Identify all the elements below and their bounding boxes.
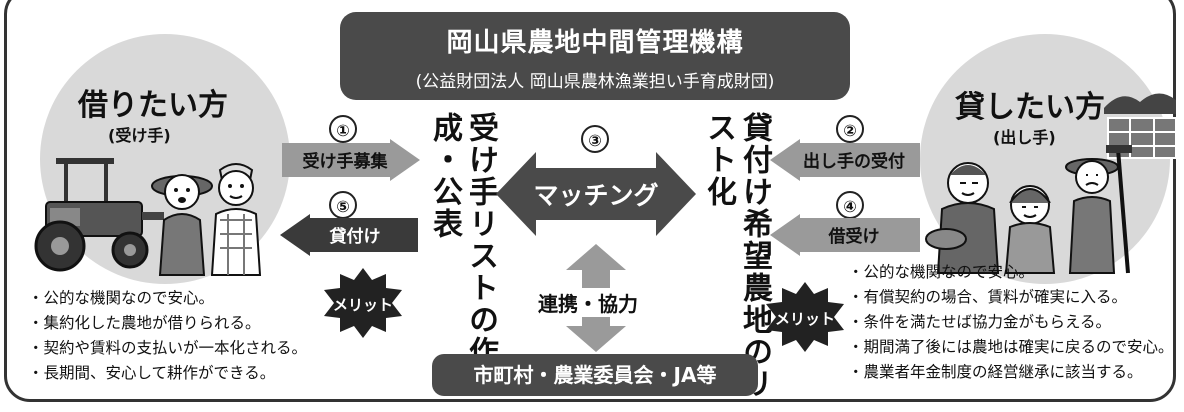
- farmland-icon: [1104, 93, 1177, 159]
- borrower-merit-label: メリット: [332, 296, 393, 314]
- step-1-number: ①: [329, 115, 357, 143]
- lender-merit-label: メリット: [774, 310, 835, 328]
- lender-title: 貸したい方: [955, 90, 1105, 125]
- lender-merits-list: 公的な機関なので安心。 有償契約の場合、賃料が確実に入る。 条件を満たせば協力金…: [848, 260, 1174, 385]
- organization-subtitle: (公益財団法人 岡山県農林漁業担い手育成財団): [415, 72, 775, 92]
- farmland-list-text: 貸付け希望農地のリスト化: [701, 112, 772, 400]
- tractor-illustration: [34, 158, 164, 272]
- step-2-number: ②: [836, 115, 864, 143]
- borrower-title: 借りたい方: [78, 88, 228, 123]
- list-item: 有償契約の場合、賃料が確実に入る。: [848, 285, 1174, 310]
- step-2-arrow: [770, 139, 920, 181]
- lender-merit-badge: [766, 282, 844, 352]
- list-item: 契約や賃料の支払いが一本化される。: [28, 336, 308, 361]
- step-5-arrow: [280, 214, 418, 256]
- step-2-label: 出し手の受付: [803, 152, 905, 172]
- list-item: 長期間、安心して耕作ができる。: [28, 361, 307, 386]
- young-farmers-illustration: [151, 163, 262, 276]
- step-1-label: 受け手募集: [302, 152, 388, 172]
- step-4-label: 借受け: [828, 227, 880, 247]
- borrower-merit-badge: [324, 268, 402, 338]
- step-1-arrow: [282, 139, 420, 181]
- lender-subtitle: (出し手): [993, 128, 1056, 147]
- list-item: 農業者年金制度の経営継承に該当する。: [848, 360, 1174, 385]
- organization-name: 岡山県農地中間管理機構: [446, 28, 744, 58]
- step-4-arrow: [770, 214, 920, 256]
- list-item: 期間満了後には農地は確実に戻るので安心。: [848, 335, 1174, 360]
- step-5-label: 貸付け: [329, 227, 381, 247]
- step-3-number: ③: [581, 125, 609, 153]
- list-item: 集約化した農地が借りられる。: [28, 311, 307, 336]
- list-item: 公的な機関なので安心。: [848, 260, 1174, 285]
- list-item: 条件を満たせば協力金がもらえる。: [848, 310, 1174, 335]
- borrower-merits-list: 公的な機関なので安心。 集約化した農地が借りられる。 契約や賃料の支払いが一本化…: [28, 286, 308, 386]
- step-4-number: ④: [836, 191, 864, 219]
- elderly-farmers-illustration: [925, 145, 1132, 274]
- matching-double-arrow: [496, 152, 696, 236]
- partners-box: 市町村・農業委員会・JA等: [432, 354, 758, 396]
- matching-label: マッチング: [533, 181, 659, 210]
- borrower-subtitle: (受け手): [108, 126, 171, 145]
- list-item: 公的な機関なので安心。: [28, 286, 307, 311]
- organization-header: 岡山県農地中間管理機構 (公益財団法人 岡山県農林漁業担い手育成財団): [340, 12, 850, 100]
- step-5-number: ⑤: [329, 191, 357, 219]
- recipient-list-text: 受け手リストの作成・公表: [427, 112, 498, 368]
- cooperation-label: 連携・協力: [534, 288, 642, 317]
